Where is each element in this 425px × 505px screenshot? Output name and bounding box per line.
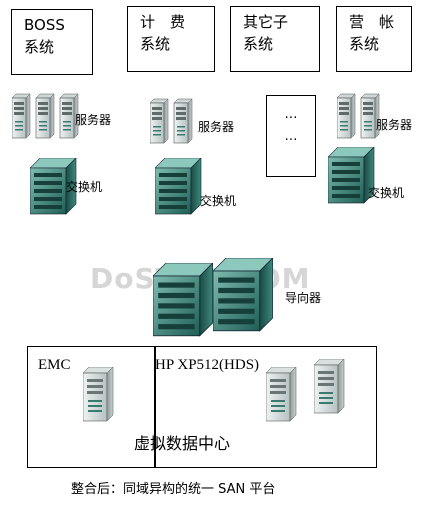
server-icon xyxy=(35,93,55,139)
emc-label: EMC xyxy=(38,357,71,373)
hp-label: HP XP512(HDS) xyxy=(155,357,260,373)
virtual-data-center-box xyxy=(27,346,377,468)
server-group-2 xyxy=(150,98,193,144)
switch-label-2: 交换机 xyxy=(200,194,237,208)
server-icon xyxy=(150,98,169,144)
director-icon-2 xyxy=(213,258,273,332)
hp-storage-icon-1 xyxy=(266,367,297,422)
server-label-3: 服务器 xyxy=(376,118,413,132)
server-icon xyxy=(173,98,193,144)
switch-icon-2 xyxy=(155,158,202,215)
server-icon xyxy=(12,93,31,139)
storage-divider xyxy=(154,346,156,468)
emc-storage-icon xyxy=(83,367,114,422)
virtual-data-center-label: 虚拟数据中心 xyxy=(134,434,231,453)
accounting-system-box: 营 帐 系统 xyxy=(336,6,412,72)
hp-storage-icon-2 xyxy=(314,359,345,414)
director-label: 导向器 xyxy=(285,291,322,305)
other-subsystem-box: 其它子 系统 xyxy=(230,6,320,72)
director-icon-1 xyxy=(153,263,213,337)
boss-system-box: BOSS 系统 xyxy=(11,9,93,75)
ellipsis-box: … … xyxy=(266,95,316,177)
server-icon xyxy=(337,93,356,139)
switch-label-3: 交换机 xyxy=(368,186,405,200)
switch-label-1: 交换机 xyxy=(66,180,103,194)
caption: 整合后：同域异构的统一 SAN 平台 xyxy=(71,482,276,497)
server-label-1: 服务器 xyxy=(75,113,112,127)
billing-system-box: 计 费 系统 xyxy=(127,6,215,72)
server-label-2: 服务器 xyxy=(198,120,235,134)
server-group-1 xyxy=(12,93,79,139)
